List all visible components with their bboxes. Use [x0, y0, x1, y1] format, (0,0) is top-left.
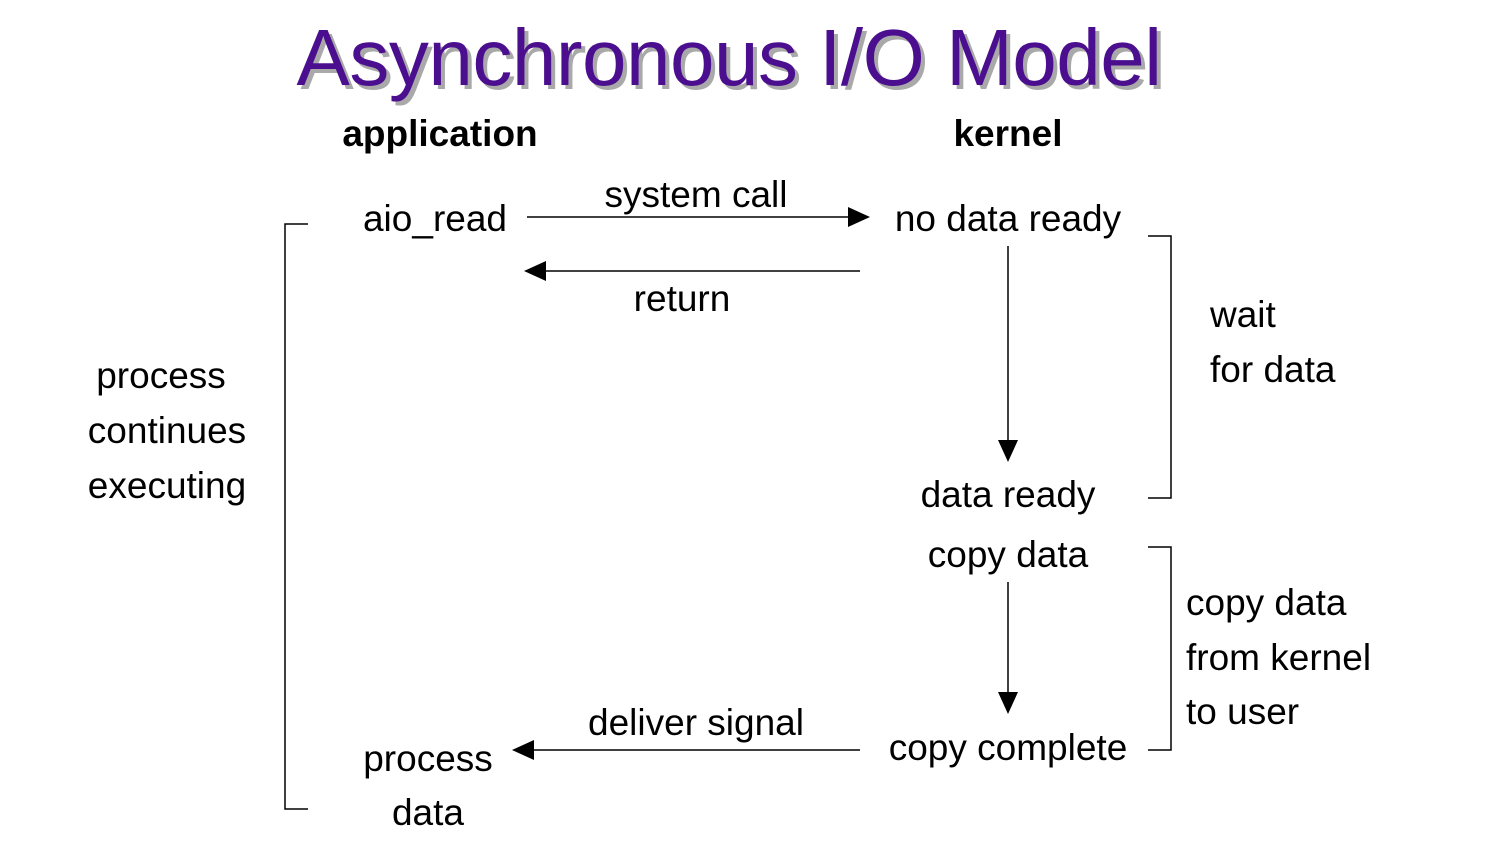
wait-bracket [1148, 235, 1172, 499]
process-data-label-line1: process [363, 738, 493, 779]
return-arrow [524, 261, 860, 281]
application-column-header: application [342, 113, 538, 154]
no-data-ready-label: no data ready [894, 198, 1122, 239]
aio-read-label: aio_read [362, 198, 507, 239]
deliver-signal-arrow [512, 740, 860, 760]
process-continues-line3: executing [87, 465, 247, 506]
deliver-signal-label: deliver signal [588, 702, 804, 743]
copy-down-arrow [998, 582, 1018, 714]
kernel-column-header: kernel [953, 113, 1063, 154]
copy-complete-label: copy complete [888, 727, 1128, 768]
copy-bracket [1148, 546, 1172, 751]
copy-label-line1: copy data [1186, 582, 1347, 623]
page-title: Asynchronous I/O Model [296, 13, 1162, 102]
process-continues-bracket [284, 223, 308, 810]
copy-data-label: copy data [927, 534, 1089, 575]
wait-label-line1: wait [1210, 294, 1276, 335]
data-ready-label: data ready [920, 474, 1096, 515]
system-call-label: system call [604, 174, 788, 215]
system-call-arrow [527, 207, 870, 227]
process-continues-line2: continues [87, 410, 247, 451]
wait-down-arrow [998, 246, 1018, 462]
return-label: return [633, 278, 731, 319]
copy-label-line3: to user [1186, 691, 1300, 732]
process-continues-line1: process [96, 355, 226, 396]
wait-label-line2: for data [1210, 349, 1336, 390]
copy-label-line2: from kernel [1186, 637, 1372, 678]
process-data-label-line2: data [391, 792, 464, 833]
